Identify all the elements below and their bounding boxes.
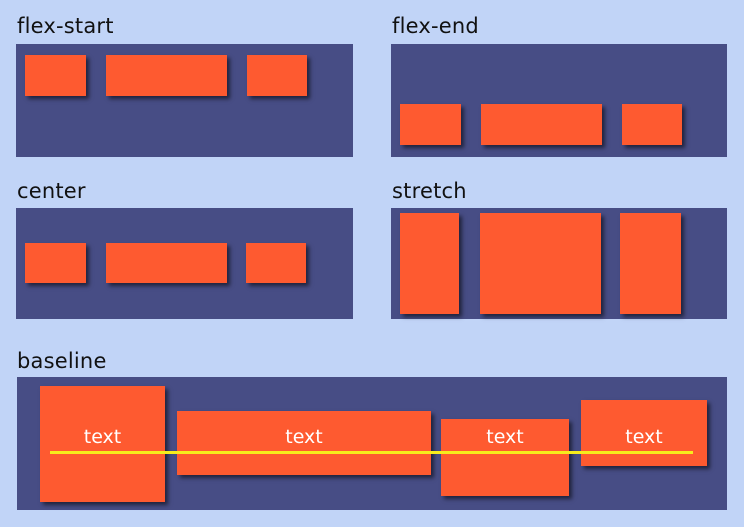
item-1 (400, 213, 459, 314)
panel-label-center: center (17, 179, 86, 203)
panel-label-flex-start: flex-start (17, 14, 114, 38)
item-text: text (285, 426, 323, 448)
item-3 (247, 55, 307, 96)
container-flex-end (391, 44, 727, 157)
item-2 (481, 104, 602, 145)
baseline-line (50, 451, 693, 454)
item-3 (246, 243, 306, 283)
panel-label-baseline: baseline (17, 349, 107, 373)
container-stretch (391, 208, 727, 319)
item-3 (622, 104, 682, 145)
item-3 (620, 213, 681, 314)
item-text: text (625, 426, 663, 448)
container-baseline: text text text text (17, 377, 727, 510)
container-center (16, 208, 353, 319)
panel-label-flex-end: flex-end (392, 14, 479, 38)
item-1: text (40, 386, 165, 502)
item-1 (400, 104, 461, 145)
item-4: text (581, 400, 707, 466)
item-2 (106, 55, 227, 96)
item-1 (25, 243, 86, 283)
item-1 (25, 55, 86, 96)
item-text: text (486, 426, 524, 448)
item-2 (106, 243, 227, 283)
item-2 (480, 213, 601, 314)
item-text: text (83, 426, 122, 448)
container-flex-start (16, 44, 353, 157)
item-2: text (177, 411, 431, 475)
panel-label-stretch: stretch (392, 179, 467, 203)
item-3: text (441, 419, 569, 496)
